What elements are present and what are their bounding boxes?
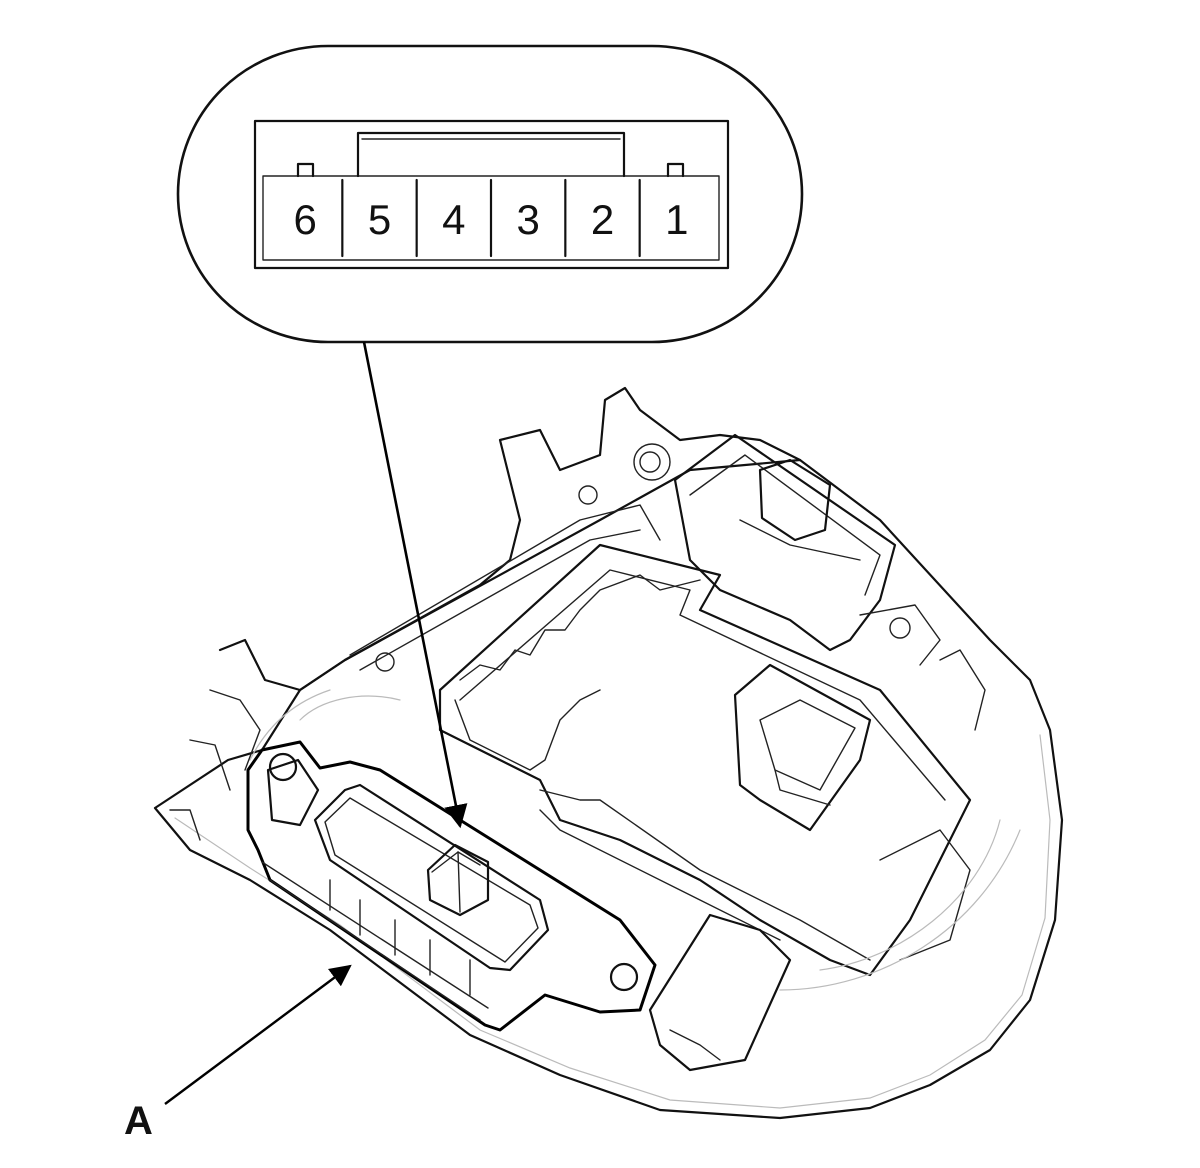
pin-label-6: 6 bbox=[293, 196, 316, 243]
pin-label-2: 2 bbox=[591, 196, 614, 243]
pinout-callout: 6 5 4 3 2 1 bbox=[176, 44, 804, 344]
connector-face bbox=[253, 119, 730, 270]
pin-labels: 6 5 4 3 2 1 bbox=[293, 196, 688, 243]
component-illustration bbox=[153, 386, 1064, 1120]
pin-label-5: 5 bbox=[368, 196, 391, 243]
pin-cells bbox=[341, 178, 641, 258]
callout-a-leader-arrow bbox=[164, 964, 352, 1105]
pin-label-4: 4 bbox=[442, 196, 465, 243]
callout-a-label: A bbox=[124, 1099, 153, 1143]
pin-label-1: 1 bbox=[665, 196, 688, 243]
connector-housing-a bbox=[246, 740, 657, 1032]
pinout-leader-arrow bbox=[362, 341, 468, 829]
pin-label-3: 3 bbox=[516, 196, 539, 243]
